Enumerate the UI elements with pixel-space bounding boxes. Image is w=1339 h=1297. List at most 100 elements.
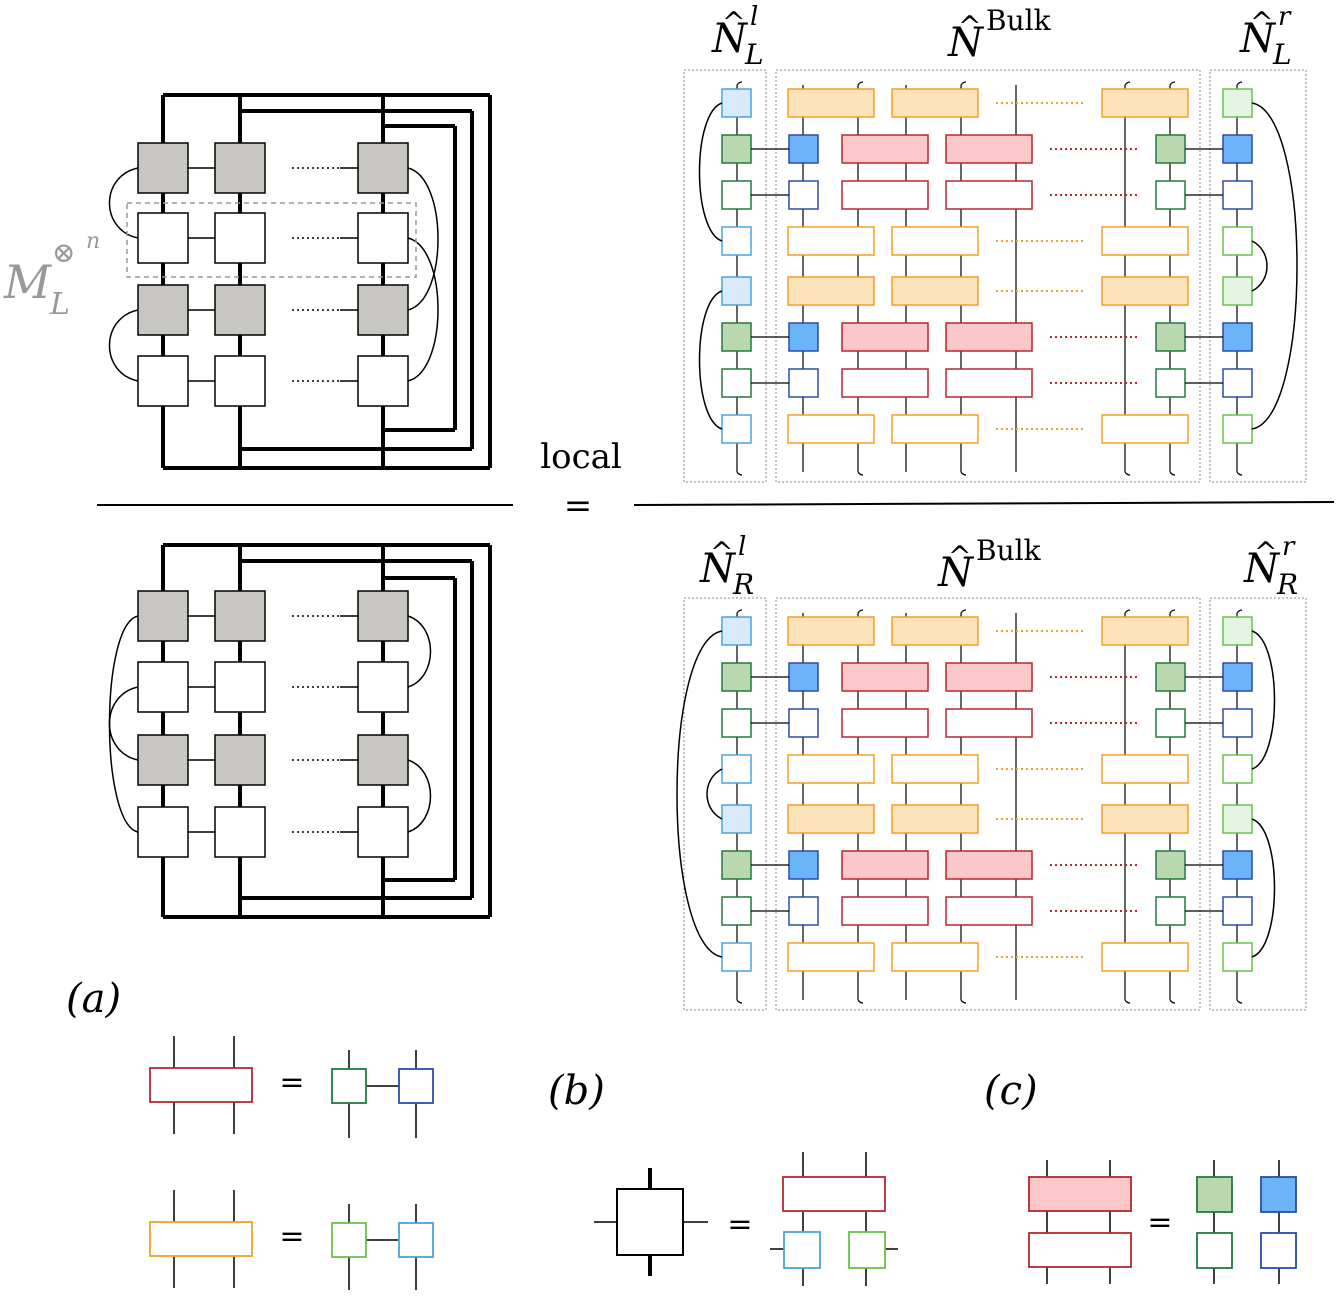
legend-green-site [1196, 1232, 1233, 1269]
blue-site-tensor [788, 180, 819, 210]
red-bond-tensor [841, 896, 929, 926]
right-site-tensor [1222, 616, 1253, 646]
white-tensor [214, 212, 266, 264]
hat-mark: ^ [710, 536, 733, 569]
left-arc [108, 686, 139, 761]
left-site-tensor [721, 88, 752, 118]
top-hook [960, 609, 967, 614]
orange-bond-tensor [787, 754, 875, 784]
orange-bond-tensor [891, 804, 979, 834]
left-site-tensor [721, 850, 752, 880]
orange-bond-tensor [1101, 942, 1189, 972]
orange-bond-tensor [1101, 414, 1189, 444]
right-site-tensor [1222, 662, 1253, 692]
panel-label-c: (c) [984, 1068, 1038, 1114]
right-fraction-bar [633, 501, 1335, 506]
right-arc [407, 759, 432, 833]
red-bond-tensor [841, 850, 929, 880]
bottom-hook [1236, 999, 1243, 1004]
green-site-tensor [1155, 180, 1186, 210]
green-site-tensor [1155, 662, 1186, 692]
label-sup: l [750, 2, 758, 32]
left-site-tensor [721, 896, 752, 926]
top-hook [1124, 609, 1131, 614]
label-sub: R [1276, 568, 1298, 601]
m-label-sub: L [49, 287, 70, 322]
label-n-letter: N [711, 16, 749, 62]
local-label: local [540, 437, 622, 477]
left-numerator-network [108, 93, 492, 470]
legend-panels: ==== [149, 1036, 1297, 1290]
red-bond-tensor [945, 896, 1033, 926]
orange-bond-tensor [787, 804, 875, 834]
white-tensor [214, 355, 266, 407]
gray-tensor [357, 142, 409, 194]
red-bond-tensor [945, 662, 1033, 692]
white-tensor [137, 355, 189, 407]
m-label-otimes: ⊗ [52, 236, 75, 269]
label-sub: R [732, 568, 754, 601]
red-bond-tensor [841, 368, 929, 398]
blue-site-tensor [788, 322, 819, 352]
left-site-tensor [721, 134, 752, 164]
right-denominator-network [676, 597, 1307, 1011]
legend-red-bond-box [782, 1176, 886, 1212]
white-tensor [137, 661, 189, 713]
legend-red-filled-box [1028, 1176, 1132, 1212]
hat-mark: ^ [958, 10, 981, 43]
orange-bond-tensor [891, 276, 979, 306]
label-n-letter: N [1239, 16, 1277, 62]
legend-light-green-site [848, 1231, 886, 1269]
m-label-base: M [3, 255, 53, 309]
left-boundary-arc [698, 290, 723, 430]
bottom-hook [960, 999, 967, 1004]
hat-mark: ^ [1254, 536, 1277, 569]
blue-site-tensor [788, 850, 819, 880]
orange-bond-tensor [787, 942, 875, 972]
top-hook [1169, 81, 1176, 86]
white-tensor [357, 661, 409, 713]
top-hook [736, 609, 743, 614]
gray-tensor [214, 734, 266, 786]
hat-mark: ^ [1250, 6, 1273, 39]
red-bond-tensor [841, 180, 929, 210]
label-n-r-R: ^ N r R [1243, 532, 1298, 601]
label-sub: L [744, 38, 764, 71]
bottom-hook [857, 471, 864, 476]
red-bond-tensor [945, 322, 1033, 352]
top-hook [1169, 609, 1176, 614]
top-hook [960, 81, 967, 86]
label-sub: L [1272, 38, 1292, 71]
left-site-tensor [721, 942, 752, 972]
bottom-hook [1124, 999, 1131, 1004]
right-site-tensor [1222, 88, 1253, 118]
white-tensor [357, 806, 409, 858]
bottom-hook [1169, 999, 1176, 1004]
right-site-tensor [1222, 368, 1253, 398]
top-hook [857, 81, 864, 86]
left-site-tensor [721, 180, 752, 210]
green-site-tensor [1155, 896, 1186, 926]
dashed-frame-bulk [775, 69, 1201, 483]
left-boundary-arc [698, 102, 723, 242]
right-site-tensor [1222, 708, 1253, 738]
orange-bond-tensor [891, 942, 979, 972]
orange-bond-tensor [1101, 226, 1189, 256]
right-site-tensor [1222, 850, 1253, 880]
gray-tensor [214, 284, 266, 336]
legend-light-blue-site [783, 1231, 821, 1269]
legend-blue-filled-site [1260, 1176, 1297, 1213]
blue-site-tensor [788, 662, 819, 692]
gray-tensor [137, 590, 189, 642]
bottom-hook [736, 999, 743, 1004]
red-bond-tensor [945, 850, 1033, 880]
top-hook [1236, 609, 1243, 614]
orange-bond-tensor [891, 88, 979, 118]
dashed-frame-right [1209, 69, 1307, 483]
bottom-hook [857, 999, 864, 1004]
green-site-tensor [1155, 368, 1186, 398]
orange-bond-tensor [1101, 88, 1189, 118]
right-arc [407, 615, 432, 688]
label-n-bulk-top: ^ N Bulk [947, 4, 1052, 66]
left-site-tensor [721, 322, 752, 352]
